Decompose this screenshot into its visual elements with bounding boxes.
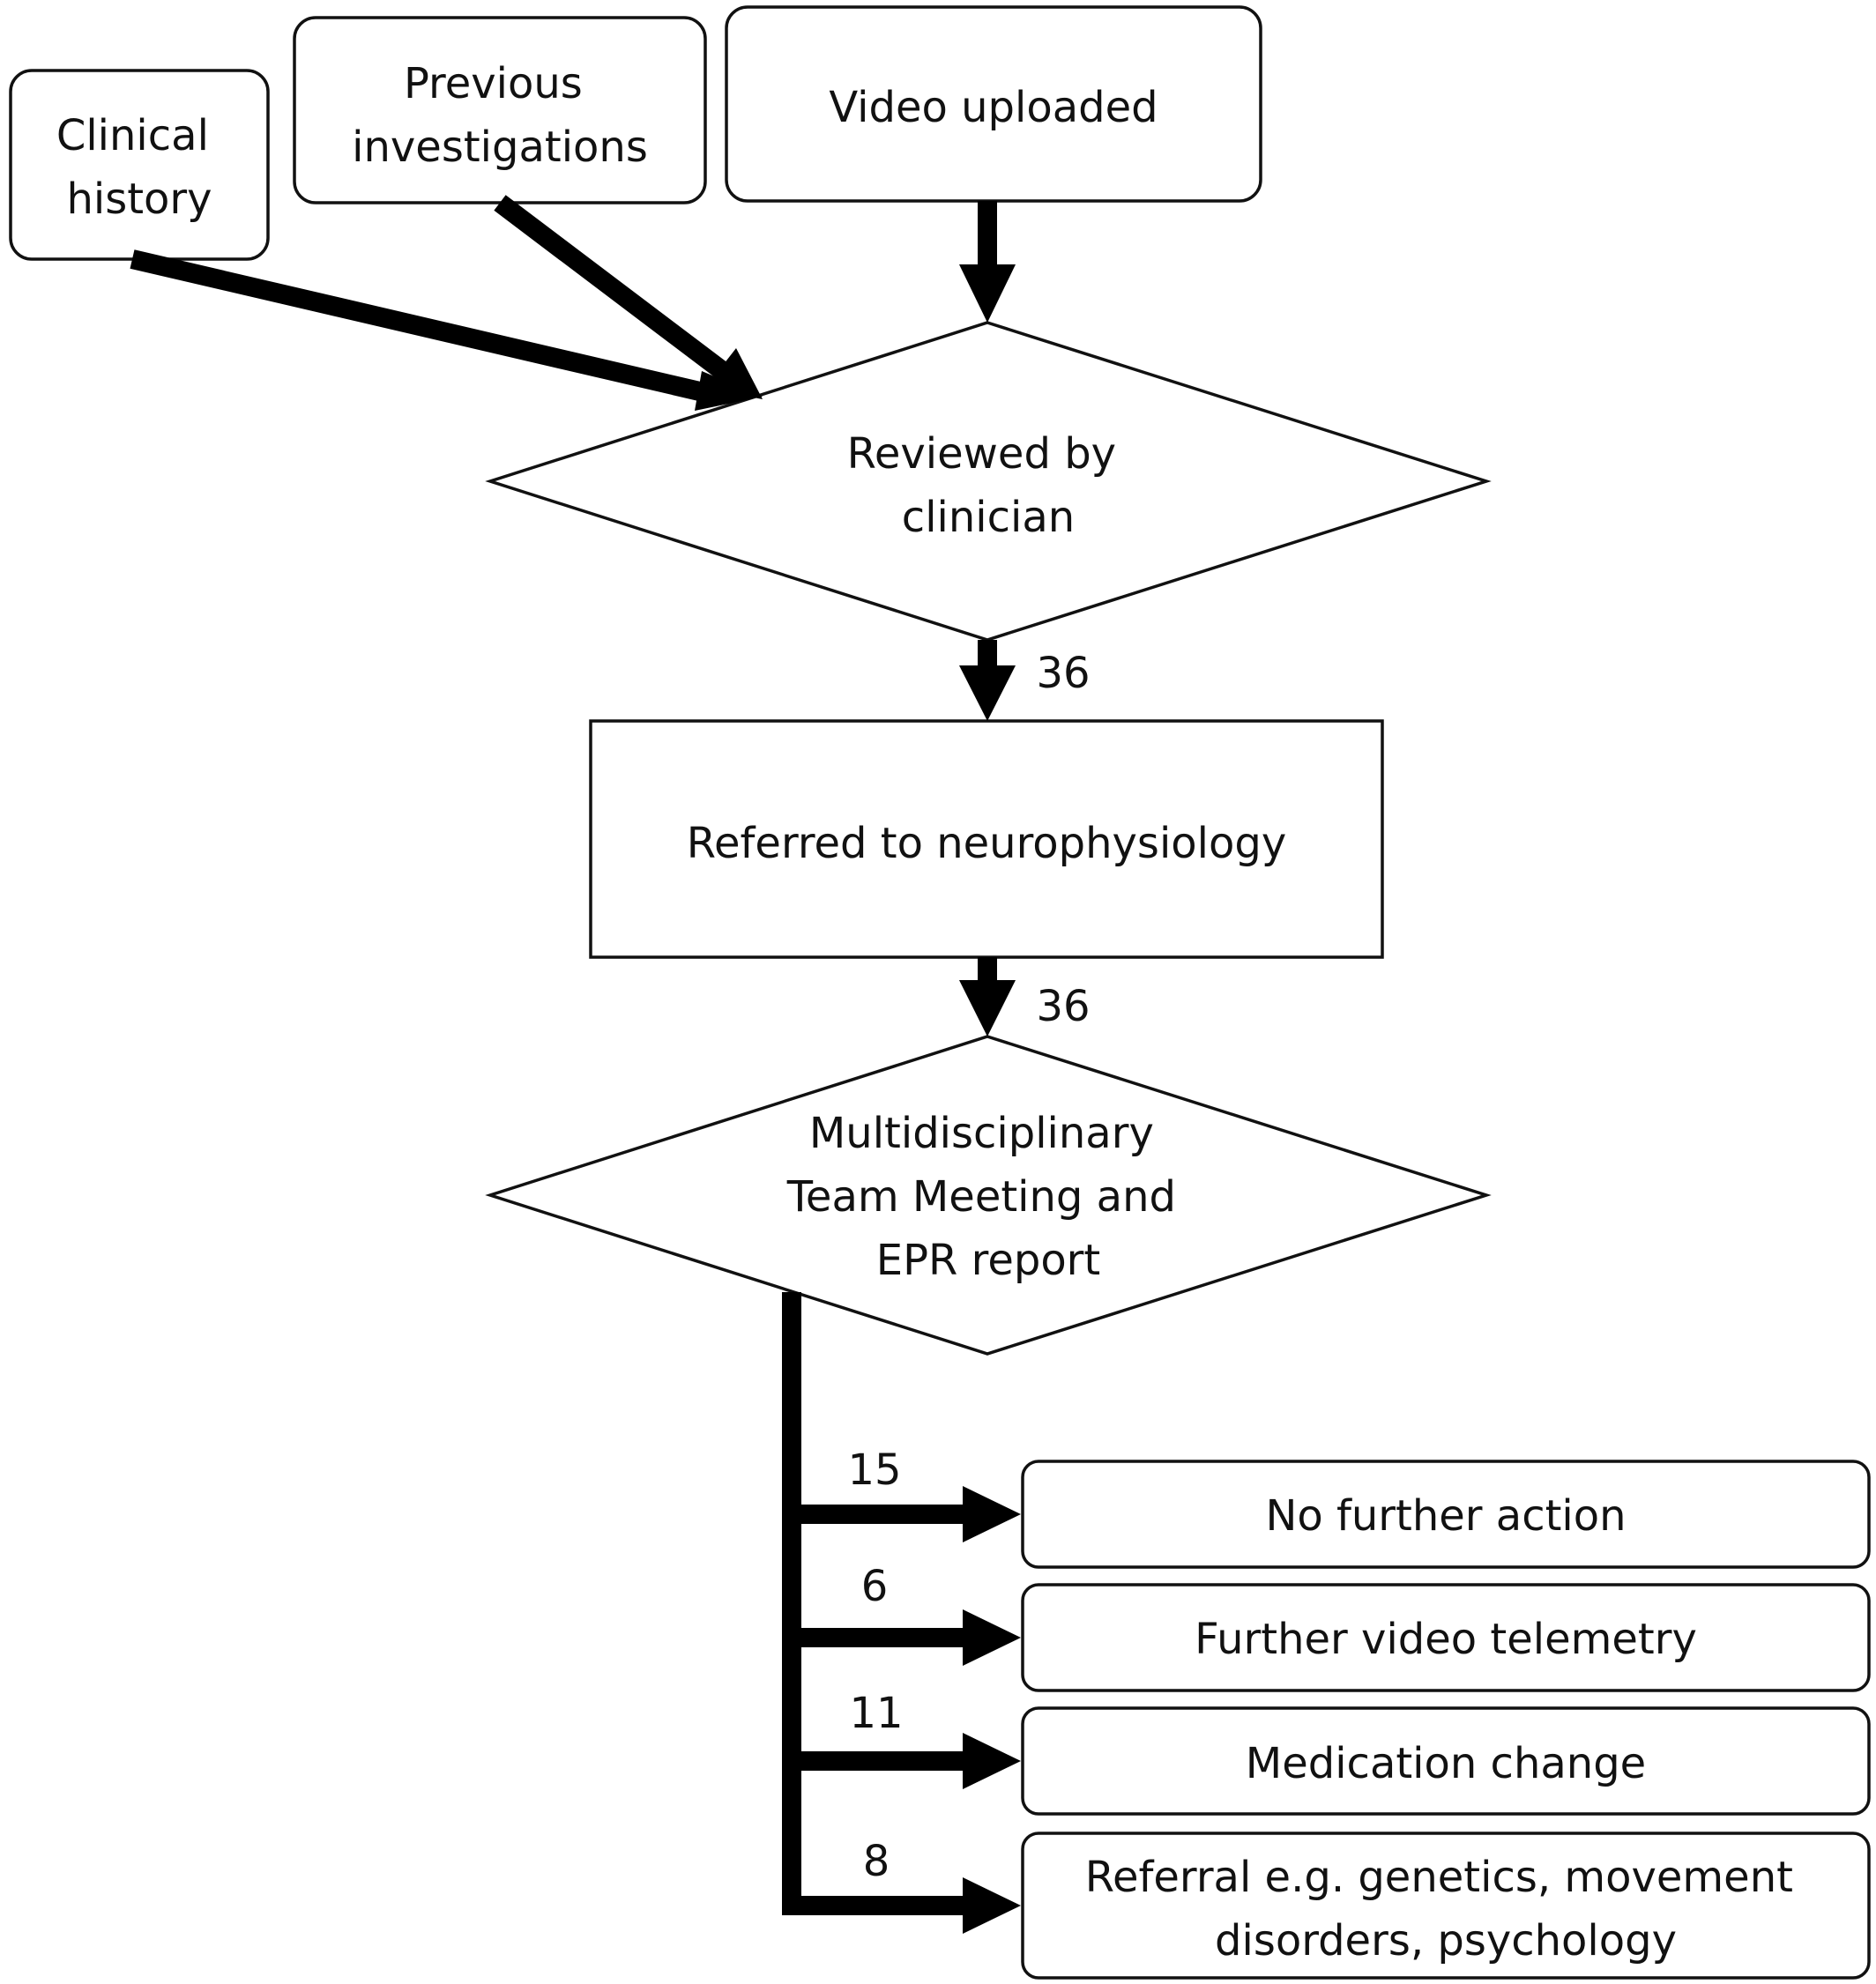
edge-mdt-to-further-video-telemetry-arrowhead (963, 1609, 1021, 1666)
referred-to-neurophysiology-line-1: Referred to neurophysiology (687, 819, 1286, 868)
clinical-history-line-2: history (66, 175, 212, 224)
previous-investigations-label: Previous investigations (352, 59, 648, 172)
reviewed-by-clinician-line-2: clinician (902, 493, 1075, 542)
mdt-meeting-label: Multidisciplinary Team Meeting and EPR r… (786, 1109, 1189, 1285)
previous-investigations-line-1: Previous (404, 59, 583, 108)
edge-mdt-to-referral-count: 8 (863, 1837, 890, 1886)
referral-label: Referral e.g. genetics, movement disorde… (1085, 1853, 1806, 1965)
reviewed-by-clinician-label: Reviewed by clinician (847, 429, 1130, 542)
no-further-action-label: No further action (1265, 1491, 1626, 1541)
further-video-telemetry-label: Further video telemetry (1195, 1615, 1697, 1664)
medication-change-line-1: Medication change (1246, 1739, 1646, 1788)
no-further-action-line-1: No further action (1265, 1491, 1626, 1541)
edge-reviewed-to-referred-arrowhead (959, 665, 1016, 721)
referral-box (1021, 1832, 1871, 1980)
edge-previous-investigations-to-reviewed-arrowhead (705, 348, 763, 399)
referred-to-neurophysiology-box (589, 719, 1384, 959)
medication-change-box (1021, 1706, 1871, 1816)
reviewed-by-clinician-line-1: Reviewed by (847, 429, 1116, 479)
previous-investigations-box (293, 16, 707, 204)
referral-line-2: disorders, psychology (1215, 1916, 1677, 1965)
medication-change-label: Medication change (1246, 1739, 1646, 1788)
previous-investigations-line-2: investigations (352, 123, 648, 172)
referred-to-neurophysiology-label: Referred to neurophysiology (687, 819, 1286, 868)
mdt-meeting-line-1: Multidisciplinary (809, 1109, 1154, 1158)
video-uploaded-label: Video uploaded (829, 83, 1158, 132)
edge-referred-to-mdt-count: 36 (1036, 982, 1090, 1031)
mdt-meeting-line-3: EPR report (876, 1236, 1100, 1285)
clinical-history-line-1: Clinical (56, 111, 209, 160)
edge-clinical-history-to-reviewed (130, 249, 721, 405)
video-uploaded-line-1: Video uploaded (829, 83, 1158, 132)
edge-mdt-to-medication-change-arrowhead (963, 1733, 1021, 1789)
edge-mdt-to-further-video-telemetry-count: 6 (861, 1562, 889, 1611)
further-video-telemetry-line-1: Further video telemetry (1195, 1615, 1697, 1664)
mdt-meeting-line-2: Team Meeting and (786, 1172, 1176, 1222)
further-video-telemetry-box (1021, 1583, 1871, 1692)
clinical-history-box (9, 69, 270, 261)
edge-mdt-to-medication-change-count: 11 (849, 1689, 903, 1738)
edge-video-uploaded-to-reviewed-arrowhead (959, 264, 1016, 323)
no-further-action-box (1021, 1460, 1871, 1569)
edge-mdt-to-no-further-action-arrowhead (963, 1486, 1021, 1542)
edge-previous-investigations-to-reviewed (494, 195, 733, 383)
mdt-meeting-decision (485, 1035, 1492, 1356)
clinical-history-label: Clinical history (56, 111, 222, 224)
edge-mdt-to-no-further-action-count: 15 (847, 1445, 901, 1495)
edge-mdt-to-referral-arrowhead (963, 1877, 1021, 1934)
edge-referred-to-mdt-arrowhead (959, 980, 1016, 1037)
edge-reviewed-to-referred-count: 36 (1036, 649, 1090, 698)
referral-line-1: Referral e.g. genetics, movement (1085, 1853, 1793, 1902)
